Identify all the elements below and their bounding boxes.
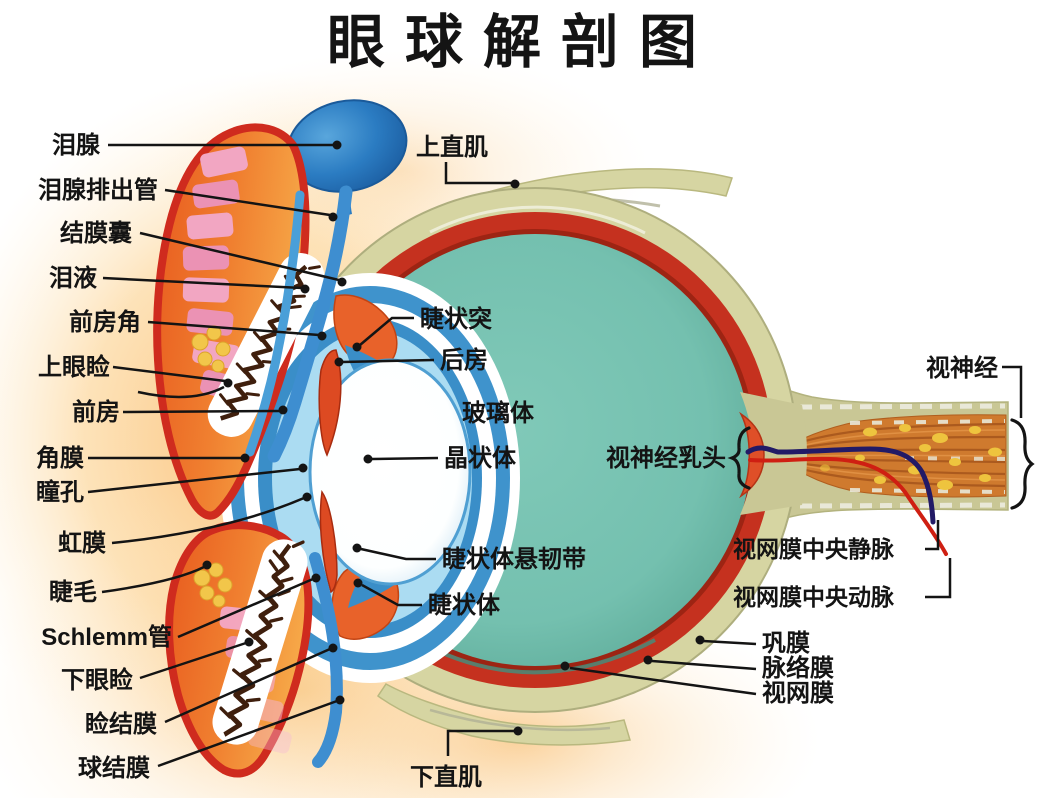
leader-lines bbox=[87, 140, 1023, 768]
lower-lid-yellow-fat bbox=[193, 562, 233, 608]
label-schlemm-canal: Schlemm管 bbox=[41, 623, 172, 651]
label-retina: 视网膜 bbox=[762, 680, 834, 707]
optic-nerve-graphic bbox=[743, 374, 1009, 532]
label-sclera: 巩膜 bbox=[762, 630, 810, 657]
label-iris: 虹膜 bbox=[58, 530, 106, 557]
label-ciliary-body: 睫状体 bbox=[428, 592, 501, 619]
label-lacrimal-duct: 泪腺排出管 bbox=[38, 176, 158, 204]
iris-lower bbox=[319, 489, 338, 594]
label-conjunctival-sac: 结膜囊 bbox=[60, 220, 132, 247]
label-central-retinal-artery: 视网膜中央动脉 bbox=[733, 584, 895, 610]
label-anterior-chamber: 前房 bbox=[72, 398, 120, 426]
label-superior-rectus: 上直肌 bbox=[416, 134, 488, 161]
optic-nerve-brace bbox=[1010, 418, 1035, 510]
label-choroid: 脉络膜 bbox=[761, 654, 834, 682]
braces bbox=[727, 418, 1035, 510]
optic-papilla-brace bbox=[727, 426, 751, 490]
page-title: 眼球解剖图 bbox=[327, 10, 717, 75]
upper-eyelid-graphic bbox=[153, 123, 332, 520]
label-pupil: 瞳孔 bbox=[36, 478, 84, 506]
label-lacrimal-gland: 泪腺 bbox=[52, 131, 101, 159]
label-lower-eyelid: 下眼睑 bbox=[61, 666, 133, 694]
upper-lash-follicle bbox=[207, 245, 332, 437]
label-lens: 晶状体 bbox=[444, 445, 517, 472]
lacrimal-duct-channel bbox=[267, 185, 353, 463]
palpebral-conjunctiva-upper bbox=[245, 190, 305, 457]
central-retinal-artery-vessel bbox=[748, 456, 948, 556]
label-optic-papilla: 视神经乳头 bbox=[606, 444, 726, 472]
iris-upper bbox=[318, 349, 342, 457]
conjunctiva-channels bbox=[245, 185, 353, 768]
label-tear-fluid: 泪液 bbox=[49, 264, 97, 292]
palpebral-conjunctiva-lower bbox=[309, 552, 343, 768]
labels: 泪腺 泪腺排出管 结膜囊 泪液 前房角 上眼睑 前房 角膜 瞳孔 虹膜 睫毛 S… bbox=[36, 131, 998, 791]
episcleral-line bbox=[429, 205, 646, 235]
label-posterior-chamber: 后房 bbox=[440, 346, 488, 374]
label-bulbar-conjunctiva: 球结膜 bbox=[78, 755, 150, 782]
label-suspensory-ligament: 睫状体悬韧带 bbox=[442, 546, 586, 573]
label-cornea: 角膜 bbox=[36, 444, 84, 472]
optic-papilla-graphic bbox=[739, 392, 948, 556]
retina-lower-line bbox=[424, 638, 656, 675]
label-palpebral-conjunctiva: 睑结膜 bbox=[85, 710, 157, 738]
central-retinal-vein-vessel bbox=[745, 445, 936, 525]
label-eyelash: 睫毛 bbox=[49, 579, 97, 606]
label-vitreous-body: 玻璃体 bbox=[462, 399, 535, 427]
label-central-retinal-vein: 视网膜中央静脉 bbox=[733, 536, 895, 562]
label-ciliary-process: 睫状突 bbox=[420, 305, 492, 333]
label-optic-nerve: 视神经 bbox=[926, 354, 998, 382]
label-upper-eyelid: 上眼睑 bbox=[38, 353, 110, 381]
label-inferior-rectus: 下直肌 bbox=[410, 764, 482, 791]
label-anterior-chamber-angle: 前房角 bbox=[69, 308, 141, 336]
